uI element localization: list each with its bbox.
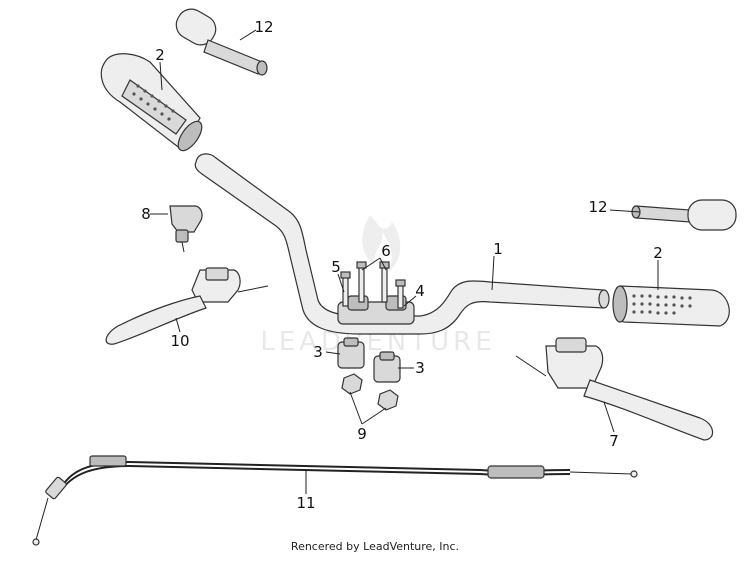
leader-lines bbox=[150, 29, 659, 494]
brake-lever bbox=[515, 337, 714, 441]
callout-12-top: 12 bbox=[254, 18, 273, 36]
callout-10: 10 bbox=[170, 332, 189, 350]
callout-11: 11 bbox=[296, 494, 315, 512]
callout-8: 8 bbox=[141, 205, 151, 223]
callout-4: 4 bbox=[415, 282, 425, 300]
switch bbox=[169, 205, 203, 253]
handlebar-clamp bbox=[337, 261, 415, 325]
callout-9: 9 bbox=[357, 425, 367, 443]
handlebar bbox=[194, 153, 610, 335]
callout-1: 1 bbox=[493, 240, 503, 258]
callouts: 12 2 1 2 12 8 5 6 4 3 3 9 10 7 11 bbox=[141, 18, 663, 512]
grip-right bbox=[612, 285, 730, 327]
grip-left bbox=[100, 53, 203, 152]
callout-5: 5 bbox=[331, 258, 341, 276]
callout-3-left: 3 bbox=[313, 343, 323, 361]
callout-12-right: 12 bbox=[588, 198, 607, 216]
callout-7: 7 bbox=[609, 432, 619, 450]
clutch-lever bbox=[105, 267, 269, 345]
callout-3-right: 3 bbox=[415, 359, 425, 377]
nuts bbox=[341, 373, 399, 411]
callout-2-left: 2 bbox=[155, 46, 165, 64]
throttle-tube-top bbox=[175, 8, 268, 76]
footer-credit: Rencered by LeadVenture, Inc. bbox=[290, 540, 460, 553]
callout-2-right: 2 bbox=[653, 244, 663, 262]
callout-6: 6 bbox=[381, 242, 391, 260]
throttle-cable bbox=[32, 455, 638, 546]
throttle-tube-right bbox=[631, 199, 737, 231]
lower-clamps bbox=[337, 337, 401, 383]
